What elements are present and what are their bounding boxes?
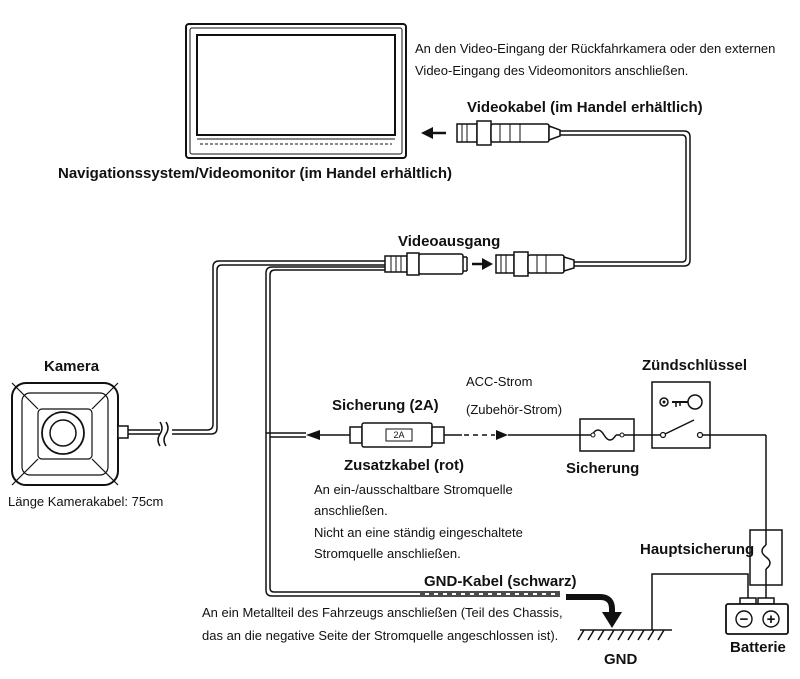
- extra-cable-label: Zusatzkabel (rot): [344, 457, 464, 474]
- video-output-label: Videoausgang: [398, 233, 500, 250]
- nav-system-label: Navigationssystem/Videomonitor (im Hande…: [58, 165, 452, 182]
- fuse-2a-label: Sicherung (2A): [332, 397, 439, 414]
- ignition-label: Zündschlüssel: [642, 357, 747, 374]
- battery: − +: [725, 597, 789, 635]
- arrow-to-monitor-icon: [421, 127, 446, 139]
- camera-harness: [172, 260, 560, 597]
- main-fuse-label: Hauptsicherung: [640, 541, 754, 558]
- gnd-cable-label: GND-Kabel (schwarz): [424, 573, 577, 590]
- video-cable-label: Videokabel (im Handel erhältlich): [467, 99, 703, 116]
- inline-fuse-holder: 2A: [306, 422, 508, 448]
- battery-plus-icon: +: [767, 611, 776, 628]
- switchable-note-line-3: Nicht an eine ständig eingeschaltete: [314, 525, 523, 540]
- acc-power-label: ACC-Strom: [466, 374, 532, 389]
- ignition-switch: [651, 381, 711, 449]
- battery-minus-icon: −: [740, 611, 749, 628]
- rca-plug-output-end: [495, 251, 575, 277]
- arrow-connect-icon: [472, 258, 493, 270]
- gnd-lead: [420, 593, 622, 628]
- acc-power-sub-label: (Zubehör-Strom): [466, 402, 562, 417]
- key-icon: [672, 394, 703, 410]
- switchable-note-line-1: An ein-/ausschaltbare Stromquelle: [314, 482, 513, 497]
- monitor-note-line-1: An den Video-Eingang der Rückfahrkamera …: [415, 41, 775, 56]
- video-output-connector: [384, 252, 468, 276]
- battery-label: Batterie: [730, 639, 786, 656]
- monitor-device: [185, 23, 407, 159]
- chassis-note-line-1: An ein Metallteil des Fahrzeugs anschlie…: [202, 605, 563, 620]
- main-fuse-symbol: [749, 529, 783, 586]
- gnd-label: GND: [604, 651, 638, 668]
- monitor-note-line-2: Video-Eingang des Videomonitors anschlie…: [415, 63, 688, 78]
- camera-label: Kamera: [44, 358, 100, 375]
- chassis-note-line-2: das an die negative Seite der Stromquell…: [202, 628, 558, 643]
- video-cable: [560, 130, 691, 267]
- camera-device: [11, 382, 160, 486]
- switchable-note-line-4: Stromquelle anschließen.: [314, 546, 461, 561]
- fuse-box-value: 2A: [393, 430, 404, 440]
- rca-plug-monitor-end: [456, 120, 561, 146]
- camera-cable-length-label: Länge Kamerakabel: 75cm: [8, 494, 163, 509]
- fuse-label: Sicherung: [566, 460, 639, 477]
- switchable-note-line-2: anschließen.: [314, 503, 388, 518]
- power-line: [508, 434, 767, 630]
- fuse-symbol: [579, 418, 635, 452]
- ground-icon: [577, 629, 672, 641]
